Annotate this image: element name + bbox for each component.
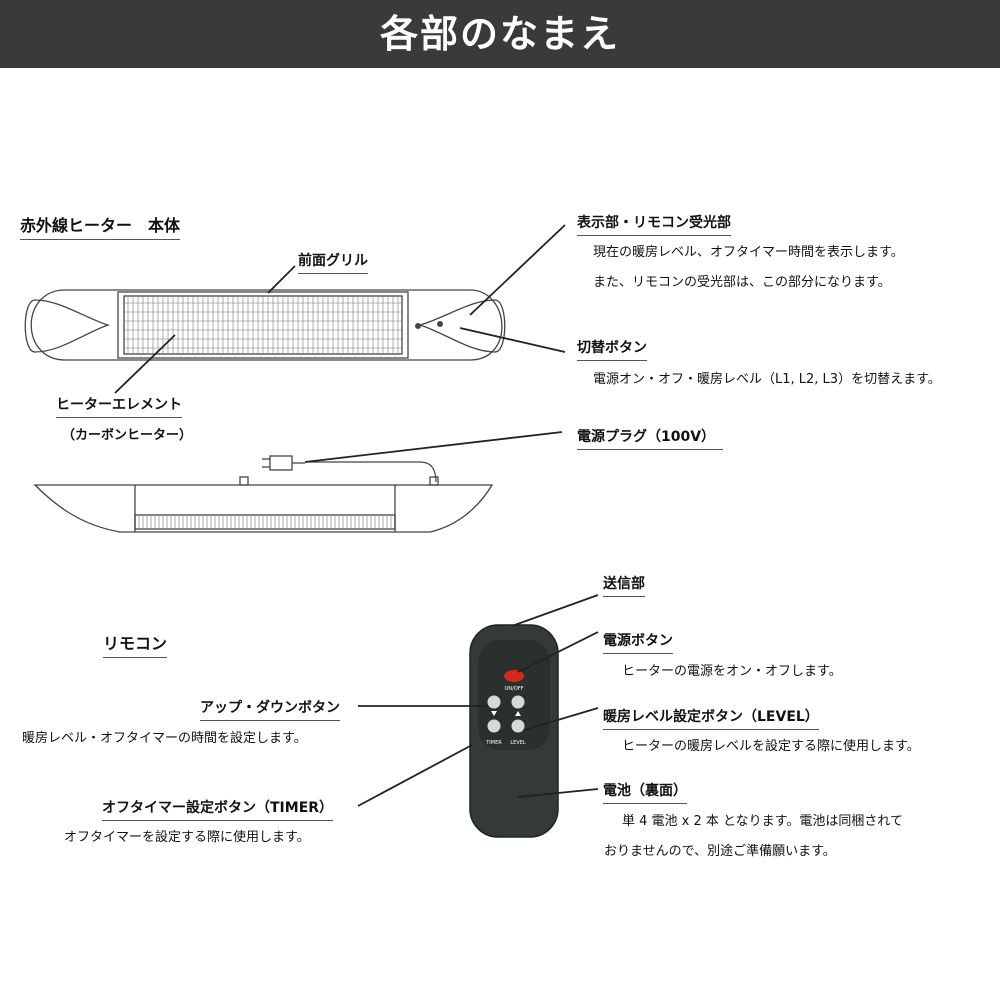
power-plug xyxy=(269,455,293,471)
timer-face-label: TIMER xyxy=(485,740,502,746)
front-grill-inner xyxy=(123,295,403,355)
power-button-desc: ヒーターの電源をオン・オフします。 xyxy=(622,664,842,679)
level-button-label: 暖房レベル設定ボタン（LEVEL） xyxy=(603,706,819,730)
remote-button-up-left xyxy=(487,695,501,709)
remote-level-button xyxy=(511,719,525,733)
leader-level xyxy=(523,707,599,731)
side-body-outline xyxy=(33,484,494,533)
leader-display xyxy=(469,224,566,316)
front-grill-bars xyxy=(124,297,402,353)
display-desc-1: 現在の暖房レベル、オフタイマー時間を表示します。 xyxy=(593,245,904,260)
leader-power xyxy=(517,631,599,673)
leader-plug xyxy=(304,431,563,463)
front-grill-label: 前面グリル xyxy=(298,250,368,274)
leader-battery xyxy=(517,788,599,798)
side-grill-bars xyxy=(138,516,392,528)
front-grill-frame xyxy=(117,291,409,359)
level-button-desc: ヒーターの暖房レベルを設定する際に使用します。 xyxy=(622,739,920,754)
plug-label: 電源プラグ（100V） xyxy=(577,426,724,450)
display-desc-2: また、リモコンの受光部は、この部分になります。 xyxy=(593,275,891,290)
level-face-label: LEVEL xyxy=(510,740,526,746)
heater-body-outline xyxy=(30,289,503,361)
heater-element-label: ヒーターエレメント xyxy=(56,394,182,418)
switch-button xyxy=(437,321,443,327)
leader-transmitter xyxy=(511,594,599,627)
remote-power-button xyxy=(504,670,524,682)
heater-left-end xyxy=(24,299,111,353)
timer-button-label: オフタイマー設定ボタン（TIMER） xyxy=(102,797,334,821)
power-cord xyxy=(305,461,437,483)
power-button-label: 電源ボタン xyxy=(603,630,673,654)
remote-button-panel xyxy=(478,640,550,750)
page-title: 各部のなまえ xyxy=(379,12,620,56)
heater-section-title: 赤外線ヒーター 本体 xyxy=(20,212,181,240)
leader-switch xyxy=(459,327,566,353)
updown-button-desc: 暖房レベル・オフタイマーの時間を設定します。 xyxy=(22,731,307,746)
updown-button-label: アップ・ダウンボタン xyxy=(200,697,340,721)
remote-button-up-right xyxy=(511,695,525,709)
header-bar: 各部のなまえ xyxy=(0,0,1000,68)
heater-buttons xyxy=(415,321,443,329)
down-arrow-icon xyxy=(491,711,497,716)
remote-section-title: リモコン xyxy=(103,630,168,658)
display-window xyxy=(415,323,421,329)
leader-timer xyxy=(357,744,473,807)
leader-front-grill xyxy=(267,265,296,294)
battery-desc-2: おりませんので、別途ご準備願います。 xyxy=(604,844,836,859)
up-arrow-icon xyxy=(515,711,521,716)
side-grill xyxy=(134,514,396,530)
leader-lines xyxy=(114,224,599,807)
heater-element-sublabel: （カーボンヒーター） xyxy=(62,428,193,443)
leader-element xyxy=(114,334,176,394)
heater-side-view xyxy=(33,455,494,533)
transmitter-label: 送信部 xyxy=(603,573,645,597)
switch-desc: 電源オン・オフ・暖房レベル（L1, L2, L3）を切替えます。 xyxy=(593,372,941,387)
display-label: 表示部・リモコン受光部 xyxy=(577,212,731,236)
battery-label: 電池（裏面） xyxy=(603,780,687,804)
remote-timer-button xyxy=(487,719,501,733)
battery-desc-1: 単 4 電池 x 2 本 となります。電池は同梱されて xyxy=(622,814,903,829)
onoff-label: ON/OFF xyxy=(504,686,523,692)
heater-right-end xyxy=(417,299,506,353)
switch-label: 切替ボタン xyxy=(577,337,647,361)
timer-button-desc: オフタイマーを設定する際に使用します。 xyxy=(64,830,310,845)
remote-control: ON/OFF TIMER LEVEL xyxy=(469,624,559,838)
heater-front-view xyxy=(24,289,506,361)
